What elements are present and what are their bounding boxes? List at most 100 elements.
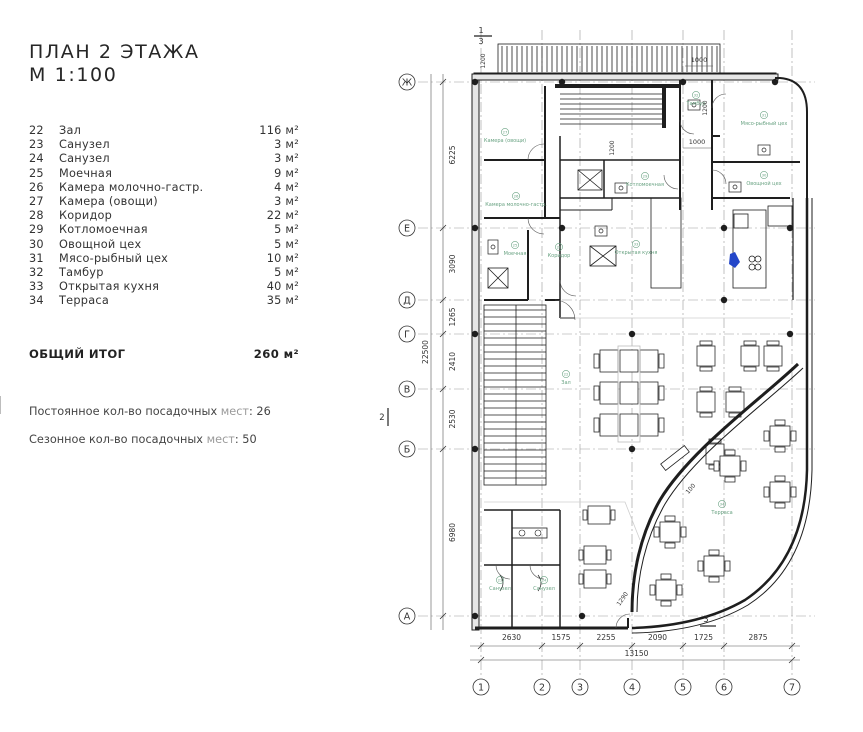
total-value: 260 м² — [253, 347, 299, 361]
axis-bubble — [398, 325, 416, 343]
room-name: Котломоечная — [59, 223, 148, 237]
chair — [728, 386, 742, 392]
room-area: 5 м² — [274, 237, 299, 251]
room-label-name: Камера молочно-гастр. — [485, 202, 547, 208]
seasonal-seats: Сезонное кол-во посадочных мест: 50 — [29, 433, 329, 446]
chair — [699, 412, 713, 418]
room-label-marker — [641, 172, 649, 180]
permanent-seats-value: : 26 — [249, 405, 271, 418]
axis-number: 1 — [478, 683, 484, 694]
table — [599, 381, 619, 405]
chair — [660, 573, 672, 580]
room-label-name: Котломоечная — [626, 182, 664, 188]
dim-tick — [439, 445, 447, 453]
axis-bubble — [398, 380, 416, 398]
column — [558, 224, 566, 232]
column — [558, 78, 566, 86]
dim-tick — [788, 656, 796, 664]
room-num: 28 — [29, 209, 44, 223]
chair — [743, 340, 757, 346]
small-dim: 1000 — [691, 56, 708, 64]
room-area: 9 м² — [274, 166, 299, 180]
room-label-marker — [718, 500, 726, 508]
column — [720, 296, 728, 304]
column — [578, 612, 586, 620]
chair — [766, 366, 780, 372]
room-label-number: 31 — [762, 113, 767, 118]
seasonal-seats-prefix: Сезонное кол-во посадочных — [29, 433, 207, 446]
axis-letter: В — [404, 385, 411, 396]
chair — [664, 542, 676, 549]
dim-tick — [720, 642, 728, 650]
room-num: 31 — [29, 251, 44, 265]
room-name: Санузел — [59, 152, 110, 166]
room-num: 27 — [29, 194, 44, 208]
table — [583, 569, 607, 589]
table — [583, 545, 607, 565]
title-scale: М 1:100 — [29, 64, 118, 86]
room-label-marker — [496, 576, 504, 584]
small-dim: 1200 — [609, 140, 616, 155]
room-label-number: 27 — [503, 130, 508, 135]
chair — [713, 460, 720, 472]
interior-walls — [484, 80, 800, 319]
section-mark: 2 — [379, 413, 384, 423]
table — [696, 345, 716, 367]
table — [659, 521, 681, 543]
total-row: ОБЩИЙ ИТОГ 260 м² — [29, 347, 299, 361]
structural-columns — [471, 78, 794, 620]
dim-value: 1575 — [551, 633, 570, 642]
room-label-number: 25 — [513, 243, 518, 248]
table — [725, 391, 745, 413]
dim-value: 2090 — [648, 633, 667, 642]
axis-bubble — [783, 678, 801, 696]
room-label-marker — [555, 243, 563, 251]
total-label: ОБЩИЙ ИТОГ — [29, 347, 126, 361]
kitchen-counters — [560, 197, 793, 319]
chair — [664, 515, 676, 522]
dining-tables — [578, 340, 797, 607]
room-name: Моечная — [59, 166, 113, 180]
room-label-name: Зал — [561, 380, 570, 386]
axis-letter: Б — [404, 445, 411, 456]
column — [786, 330, 794, 338]
section-mark: 1 — [478, 26, 483, 35]
chair — [699, 366, 713, 372]
table — [639, 413, 659, 437]
room-area: 3 м² — [274, 152, 299, 166]
chair — [699, 340, 713, 346]
kitchen-marker — [729, 252, 740, 268]
title-plan: ПЛАН 2 ЭТАЖА — [29, 41, 200, 63]
chair — [724, 449, 736, 456]
dim-tick — [439, 612, 447, 620]
room-label-marker — [540, 576, 548, 584]
restrooms — [484, 501, 641, 628]
table — [696, 391, 716, 413]
chair — [766, 340, 780, 346]
table — [639, 381, 659, 405]
table — [587, 505, 611, 525]
chair — [606, 549, 612, 561]
axis-letter: А — [404, 612, 411, 623]
chair — [660, 600, 672, 607]
dim-tick — [477, 656, 485, 664]
dim-tick — [439, 330, 447, 338]
small-dim: 1000 — [689, 138, 706, 146]
room-label-name: Мясо-рыбный цех — [741, 120, 788, 127]
room-area: 116 м² — [259, 124, 299, 137]
column — [771, 78, 779, 86]
dim-tick — [439, 296, 447, 304]
room-label-name: Коридор — [548, 253, 571, 259]
chair — [740, 460, 747, 472]
chair — [774, 475, 786, 482]
dim-value: 2630 — [502, 633, 521, 642]
small-dim: 1200 — [702, 100, 709, 115]
chair — [593, 417, 600, 433]
